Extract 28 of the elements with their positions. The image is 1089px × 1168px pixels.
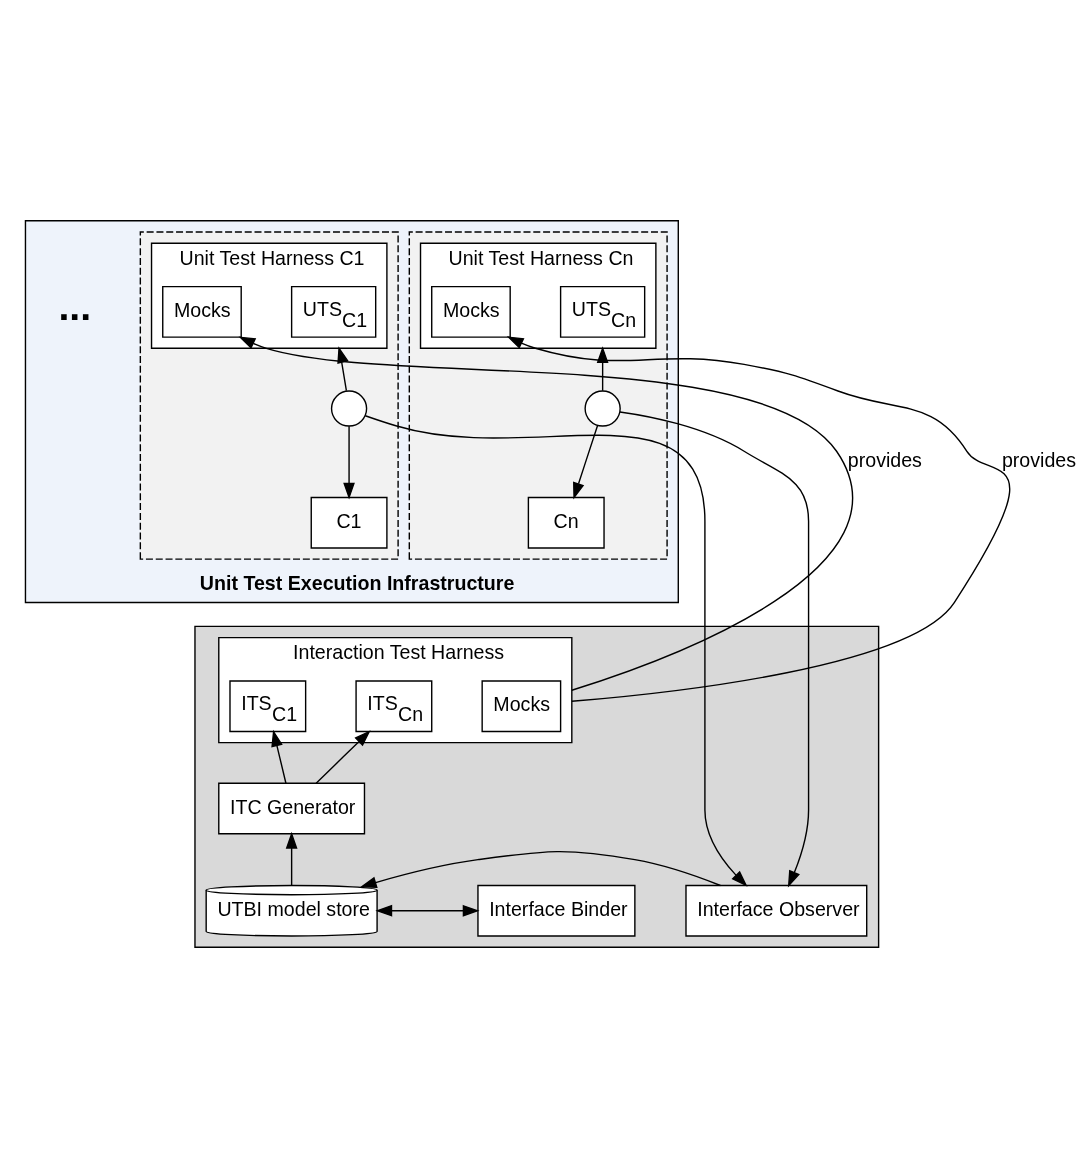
- node-box: Interface Observer: [685, 884, 868, 937]
- arrow: [619, 411, 810, 888]
- node-circle: [330, 390, 368, 427]
- arrow: [506, 336, 1011, 702]
- node-box: Mocks: [162, 285, 242, 338]
- arrow: [343, 425, 355, 500]
- arrow: [375, 904, 480, 917]
- cluster: [194, 625, 880, 948]
- node-box: Interface Binder: [477, 884, 636, 937]
- label: ...: [58, 284, 92, 329]
- node-box: Mocks: [481, 680, 562, 733]
- arrow: [238, 336, 853, 691]
- arrow: [285, 831, 298, 887]
- arrow: [315, 730, 371, 784]
- cluster: [139, 231, 399, 560]
- cluster: [408, 231, 668, 560]
- edge-label: provides: [847, 448, 922, 471]
- node-box: Mocks: [431, 285, 511, 338]
- arrow: [364, 415, 748, 887]
- arrow: [337, 346, 349, 392]
- arrow: [573, 424, 599, 500]
- arrow: [359, 850, 722, 889]
- node-box: C1: [310, 496, 388, 549]
- node-box: Cn: [527, 496, 605, 549]
- node-box: ITC Generator: [218, 782, 366, 835]
- node-circle: [584, 390, 621, 427]
- edge-label: provides: [1001, 448, 1077, 471]
- arrow: [271, 729, 287, 784]
